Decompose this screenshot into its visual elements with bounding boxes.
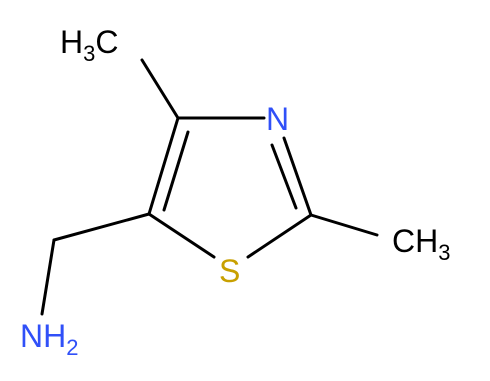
- bond-c4-c5-inner: [162, 130, 190, 212]
- methyl-right-subscript: 3: [438, 240, 450, 265]
- amine-subscript: 2: [66, 335, 78, 360]
- methyl-top-c: C: [95, 24, 118, 60]
- bond-group: [40, 58, 379, 316]
- bond-n3-c2-inner: [270, 143, 298, 210]
- methyl-right-label: CH3: [392, 223, 450, 265]
- bond-c2-methyl: [309, 213, 379, 237]
- nitrogen-atom-label: N: [266, 101, 289, 137]
- methyl-top-label: H3C: [60, 24, 118, 66]
- bond-s1-c5: [147, 212, 216, 259]
- amine-nh: NH: [20, 318, 66, 354]
- methyl-right-ch: CH: [392, 223, 438, 259]
- bond-c5-ch2: [52, 212, 151, 242]
- methyl-top-h: H: [60, 24, 83, 60]
- amine-label: NH2: [20, 318, 78, 360]
- atom-label-group: H3C N CH3 S NH2: [20, 24, 450, 360]
- bond-c2-s1: [246, 213, 313, 259]
- methyl-top-subscript: 3: [83, 41, 95, 66]
- sulfur-atom-label: S: [219, 253, 240, 289]
- bond-c4-c5-outer: [147, 116, 180, 216]
- bond-n3-c2-outer: [282, 136, 313, 217]
- bond-ch2-nh2: [40, 238, 56, 316]
- bond-c4-methyl: [140, 58, 180, 120]
